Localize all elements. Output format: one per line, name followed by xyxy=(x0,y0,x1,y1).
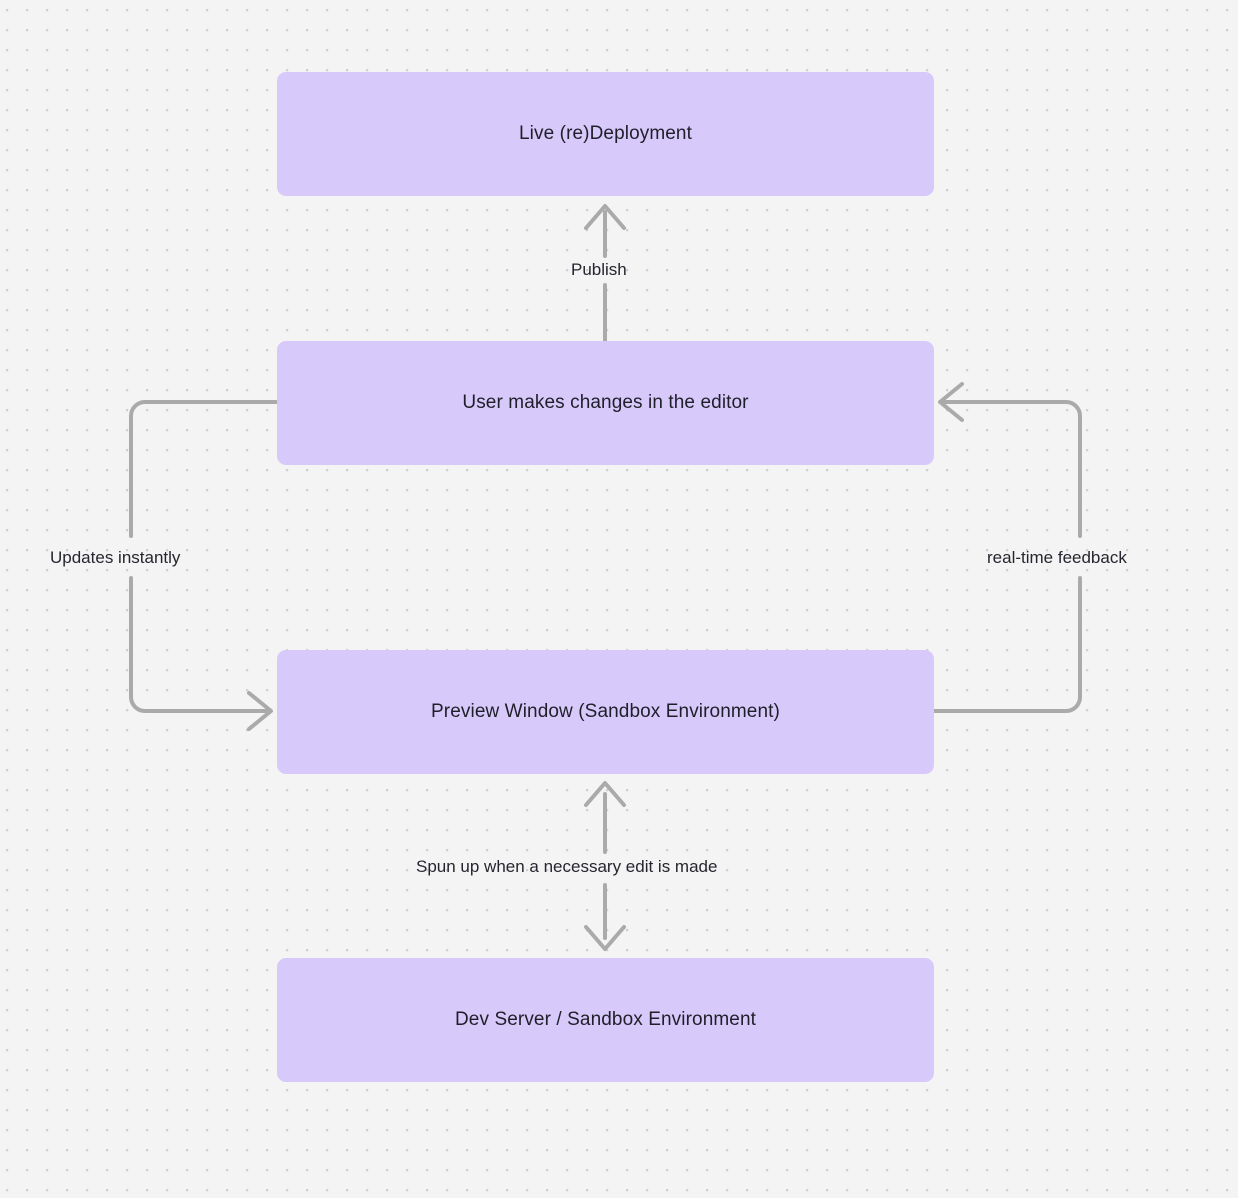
node-live-redeployment-label: Live (re)Deployment xyxy=(519,123,692,145)
node-user-makes-changes[interactable]: User makes changes in the editor xyxy=(277,341,934,465)
edge-realtime-lower-segment xyxy=(932,576,1082,713)
edge-updates-lower-segment xyxy=(129,576,270,713)
edge-publish xyxy=(584,204,626,343)
edge-label-publish: Publish xyxy=(571,260,627,279)
edge-label-updates-instantly: Updates instantly xyxy=(50,548,181,567)
edge-spunup-arrowhead-down-icon xyxy=(584,925,626,951)
edge-realtime-arrowhead-icon xyxy=(938,382,964,422)
edge-label-real-time-feedback: real-time feedback xyxy=(987,548,1127,567)
edge-publish-arrowhead-icon xyxy=(584,204,626,230)
node-dev-server-label: Dev Server / Sandbox Environment xyxy=(454,1009,756,1031)
edge-realtime-upper-segment xyxy=(941,400,1082,538)
edge-updates-instantly xyxy=(129,400,279,731)
edge-label-spun-up: Spun up when a necessary edit is made xyxy=(416,857,718,876)
edge-spunup-arrowhead-up-icon xyxy=(584,781,626,807)
edge-real-time-feedback xyxy=(932,382,1082,713)
edge-updates-arrowhead-icon xyxy=(247,691,273,731)
node-user-makes-changes-label: User makes changes in the editor xyxy=(462,392,749,414)
node-preview-window[interactable]: Preview Window (Sandbox Environment) xyxy=(277,650,934,774)
edge-updates-upper-segment xyxy=(129,400,279,538)
node-dev-server[interactable]: Dev Server / Sandbox Environment xyxy=(277,958,934,1082)
node-live-redeployment[interactable]: Live (re)Deployment xyxy=(277,72,934,196)
node-preview-window-label: Preview Window (Sandbox Environment) xyxy=(431,701,780,723)
edge-spun-up xyxy=(584,781,626,951)
